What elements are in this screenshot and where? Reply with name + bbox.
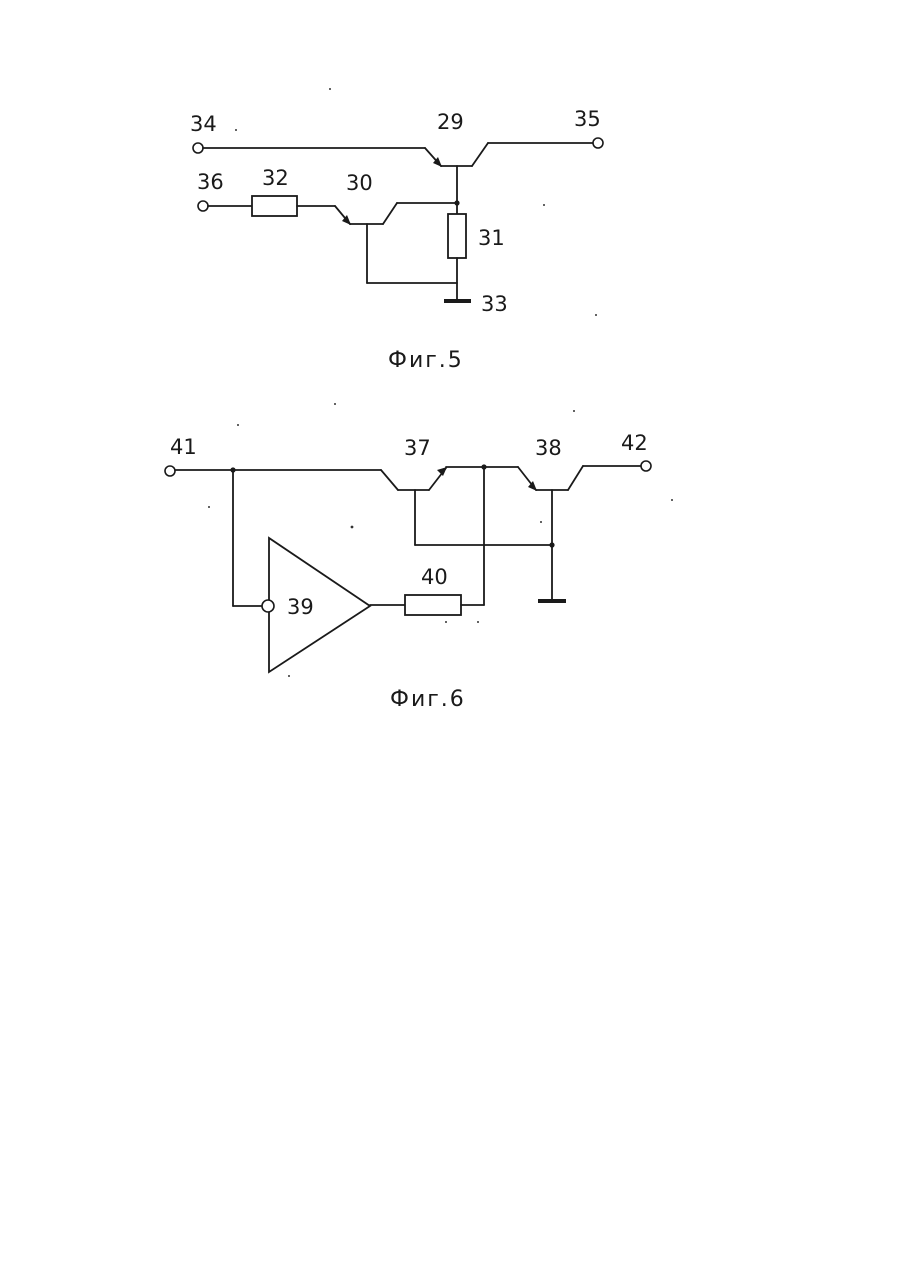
terminal-42 — [641, 461, 651, 471]
transistor-30 — [335, 203, 397, 225]
label-32: 32 — [262, 166, 289, 190]
figure-6: 41 37 38 42 39 40 Фиг.6 — [165, 431, 651, 712]
terminal-41 — [165, 466, 175, 476]
label-34: 34 — [190, 112, 217, 136]
resistor-31 — [448, 214, 466, 258]
terminal-36 — [198, 201, 208, 211]
label-31: 31 — [478, 226, 505, 250]
label-42: 42 — [621, 431, 648, 455]
amplifier-39 — [269, 538, 370, 672]
label-37: 37 — [404, 436, 431, 460]
transistor-29-collector — [472, 143, 488, 166]
transistor-37 — [381, 467, 447, 490]
transistor-37-collector — [381, 470, 398, 490]
label-36: 36 — [197, 170, 224, 194]
transistor-37-emitter-arrow — [437, 467, 447, 476]
label-29: 29 — [437, 110, 464, 134]
transistor-38-collector — [568, 466, 583, 490]
resistor-32 — [252, 196, 297, 216]
label-38: 38 — [535, 436, 562, 460]
label-35: 35 — [574, 107, 601, 131]
label-30: 30 — [346, 171, 373, 195]
terminal-35 — [593, 138, 603, 148]
amplifier-39-inverting-input — [262, 600, 274, 612]
label-40: 40 — [421, 565, 448, 589]
label-39: 39 — [287, 595, 314, 619]
transistor-30-collector — [383, 203, 397, 224]
resistor-40 — [405, 595, 461, 615]
terminal-34 — [193, 143, 203, 153]
figure-5: 34 29 35 36 32 30 31 33 Фиг.5 — [190, 107, 603, 373]
figure-5-caption: Фиг.5 — [388, 348, 464, 373]
label-33: 33 — [481, 292, 508, 316]
transistor-29 — [425, 143, 488, 167]
figure-6-caption: Фиг.6 — [390, 687, 466, 712]
label-41: 41 — [170, 435, 197, 459]
transistor-38 — [518, 466, 583, 491]
